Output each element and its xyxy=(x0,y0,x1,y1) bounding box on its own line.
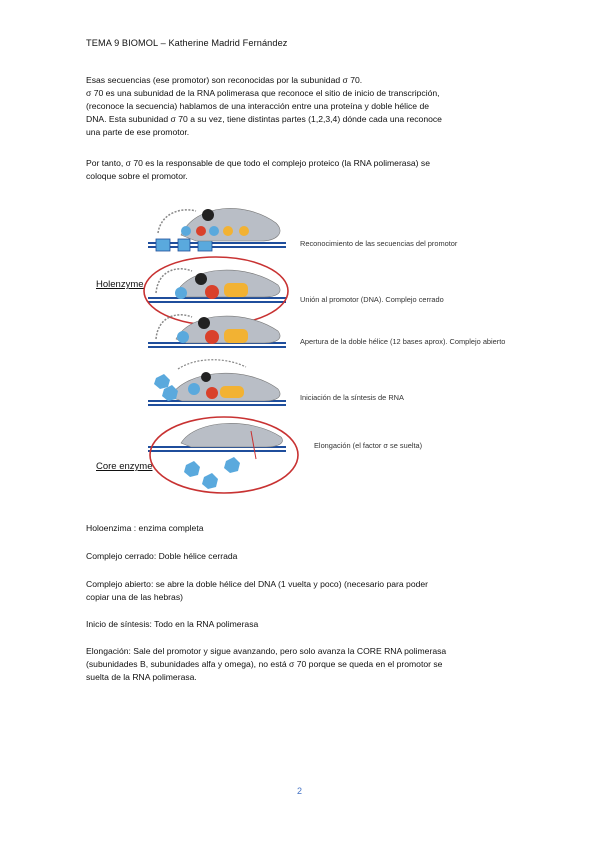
intro-paragraph-2: Por tanto, σ 70 es la responsable de que… xyxy=(86,157,516,183)
step-label-initiation: Iniciación de la síntesis de RNA xyxy=(300,393,404,402)
page-header: TEMA 9 BIOMOL – Katherine Madrid Fernánd… xyxy=(86,38,288,48)
intro-line: una parte de ese promotor. xyxy=(86,127,190,137)
step-label-open-complex: Apertura de la doble hélice (12 bases ap… xyxy=(300,337,506,346)
definition-line: Complejo cerrado: Doble hélice cerrada xyxy=(86,551,238,561)
transcription-initiation-figure: Holenzyme Core enzyme Reconocimiento de … xyxy=(86,193,526,503)
panel-recognition xyxy=(148,208,286,252)
intro-line: (reconoce la secuencia) hablamos de una … xyxy=(86,101,430,111)
holoenzyme-label: Holenzyme xyxy=(96,279,144,290)
intro-line: Esas secuencias (ese promotor) son recon… xyxy=(86,75,363,85)
definition-open-complex: Complejo abierto: se abre la doble hélic… xyxy=(86,578,516,604)
page-number: 2 xyxy=(296,786,302,796)
definition-line: Inicio de síntesis: Todo en la RNA polim… xyxy=(86,619,259,629)
definition-line: Elongación: Sale del promotor y sigue av… xyxy=(86,646,447,656)
panel-open-complex xyxy=(148,314,286,348)
panel-closed-complex xyxy=(143,256,289,326)
definition-line: copiar una de las hebras) xyxy=(86,592,183,602)
figure-drawing xyxy=(143,208,299,494)
step-label-elongation: Elongación (el factor σ se suelta) xyxy=(314,441,423,450)
intro-line: σ 70 es una subunidad de la RNA polimera… xyxy=(86,88,440,98)
definition-holoenzyme: Holoenzima : enzima completa xyxy=(86,522,516,535)
core-enzyme-label: Core enzyme xyxy=(96,461,153,472)
definition-line: Complejo abierto: se abre la doble hélic… xyxy=(86,579,429,589)
intro-line: coloque sobre el promotor. xyxy=(86,171,188,181)
intro-line: Por tanto, σ 70 es la responsable de que… xyxy=(86,158,430,168)
step-label-closed-complex: Unión al promotor (DNA). Complejo cerrad… xyxy=(300,295,444,304)
definition-line: (subunidades B, subunidades alfa y omega… xyxy=(86,659,443,669)
step-label-recognition: Reconocimiento de las secuencias del pro… xyxy=(300,239,458,248)
intro-line: DNA. Esta subunidad σ 70 a su vez, tiene… xyxy=(86,114,442,124)
intro-paragraph-1: Esas secuencias (ese promotor) son recon… xyxy=(86,74,516,139)
definition-elongation: Elongación: Sale del promotor y sigue av… xyxy=(86,645,516,684)
definition-closed-complex: Complejo cerrado: Doble hélice cerrada xyxy=(86,550,516,563)
definition-initiation: Inicio de síntesis: Todo en la RNA polim… xyxy=(86,618,516,631)
panel-elongation xyxy=(148,416,299,494)
panel-initiation xyxy=(148,359,286,406)
definition-line: suelta de la RNA polimerasa. xyxy=(86,672,197,682)
definition-line: Holoenzima : enzima completa xyxy=(86,523,204,533)
